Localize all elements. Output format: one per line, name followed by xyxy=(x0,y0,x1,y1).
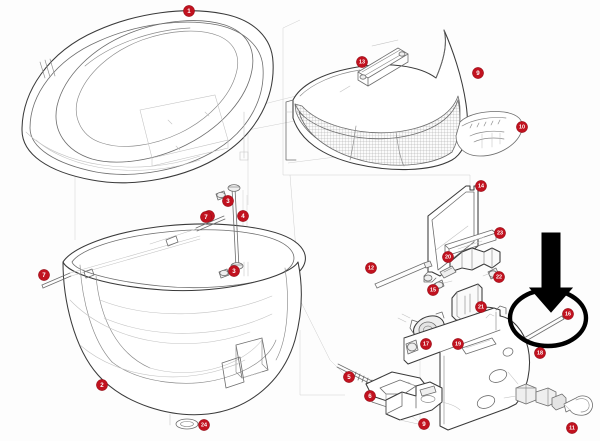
callout-pivot-pin[interactable]: 15 xyxy=(427,284,439,296)
callout-case-body[interactable]: 2 xyxy=(96,379,108,391)
callout-label: 10 xyxy=(519,124,525,130)
callout-striker-block[interactable]: 9 xyxy=(418,418,430,430)
callout-cam-lock-barrel[interactable]: 17 xyxy=(420,338,432,350)
callout-hinge-rod[interactable]: 4 xyxy=(237,210,249,222)
callout-top-case-lid[interactable]: 1 xyxy=(183,5,195,17)
callout-latch-rod[interactable]: 16 xyxy=(562,308,574,320)
annotation-group xyxy=(507,232,589,349)
callout-label: 21 xyxy=(478,304,484,310)
callout-label: 20 xyxy=(445,254,451,260)
callout-badge-circle xyxy=(566,422,578,434)
callout-label: 2 xyxy=(100,382,104,389)
callout-reflector-lens[interactable]: 10 xyxy=(516,121,528,133)
callout-label: 12 xyxy=(368,265,374,271)
callout-badge-circle xyxy=(475,301,487,313)
part-reflector-lens xyxy=(455,111,523,157)
callout-badge-circle xyxy=(222,195,234,207)
callout-label: 17 xyxy=(423,341,429,347)
callout-badge-circle xyxy=(494,227,506,239)
callout-label: 15 xyxy=(430,287,436,293)
callout-actuator-rod[interactable]: 12 xyxy=(365,262,377,274)
callout-badge-circle xyxy=(562,308,574,320)
part-latch-bracket xyxy=(403,305,531,431)
callout-label: 23 xyxy=(497,230,503,236)
callout-label: 9 xyxy=(476,70,480,77)
callout-label: 4 xyxy=(241,213,245,220)
callout-hinge-pin-left[interactable]: 7 xyxy=(38,269,50,281)
callout-badge-circle xyxy=(472,67,484,79)
callout-badge-circle xyxy=(198,419,210,431)
callout-label: 22 xyxy=(496,274,502,280)
callout-latch-slider[interactable]: 20 xyxy=(442,251,454,263)
callout-label: 9 xyxy=(422,421,426,428)
callout-badge-circle xyxy=(343,371,355,383)
callout-release-lever[interactable]: 21 xyxy=(475,301,487,313)
callout-label: 7 xyxy=(204,214,208,221)
callout-latch-spring[interactable]: 19 xyxy=(452,338,464,350)
callout-label: 5 xyxy=(347,374,351,381)
callout-label: 3 xyxy=(232,268,236,275)
callout-hinge-nut-upper[interactable]: 3 xyxy=(222,195,234,207)
callout-inner-back-plate[interactable]: 14 xyxy=(475,180,487,192)
callout-badge-circle xyxy=(356,56,368,68)
callout-label: 1 xyxy=(187,8,191,15)
callout-badge-circle xyxy=(228,265,240,277)
callout-badge-circle xyxy=(534,347,546,359)
callout-badge-circle xyxy=(200,211,212,223)
callout-badge-circle xyxy=(452,338,464,350)
callout-label: 18 xyxy=(537,350,543,356)
callout-key[interactable]: 11 xyxy=(566,422,578,434)
callout-label: 7 xyxy=(42,272,46,279)
callout-retaining-clip[interactable]: 22 xyxy=(493,271,505,283)
part-latch-rod xyxy=(523,315,565,342)
callout-badge-circle xyxy=(183,5,195,17)
callout-label: 11 xyxy=(569,425,575,431)
callout-badge-circle xyxy=(418,418,430,430)
callout-label: 14 xyxy=(478,183,484,189)
callout-layer: 1234567891011121314151617181920212223243… xyxy=(38,5,578,434)
callout-badge-circle xyxy=(420,338,432,350)
callout-lock-plate[interactable]: 6 xyxy=(364,390,376,402)
down-arrow-icon xyxy=(528,232,574,313)
callout-drain-grommet[interactable]: 24 xyxy=(198,419,210,431)
callout-badge-circle xyxy=(364,390,376,402)
callout-label: 16 xyxy=(565,311,571,317)
callout-hinge-pin-right[interactable]: 7 xyxy=(200,211,212,223)
part-drain-grommet xyxy=(169,413,199,430)
callout-rear-shell-panel[interactable]: 9 xyxy=(472,67,484,79)
callout-badge-circle xyxy=(96,379,108,391)
part-actuator-rod xyxy=(374,260,433,289)
callout-badge-circle xyxy=(442,251,454,263)
callout-label: 13 xyxy=(359,59,365,65)
callout-latch-bracket[interactable]: 18 xyxy=(534,347,546,359)
callout-badge-circle xyxy=(493,271,505,283)
callout-badge-circle xyxy=(475,180,487,192)
callout-label-strip[interactable]: 23 xyxy=(494,227,506,239)
callout-badge-circle xyxy=(427,284,439,296)
part-light-bar xyxy=(339,39,409,93)
part-striker-block xyxy=(385,381,461,425)
callout-badge-circle xyxy=(38,269,50,281)
part-key-and-cylinder xyxy=(503,371,593,416)
callout-badge-circle xyxy=(365,262,377,274)
part-rear-shell-panel xyxy=(285,29,468,171)
callout-lock-screw[interactable]: 5 xyxy=(343,371,355,383)
callout-badge-circle xyxy=(237,210,249,222)
callout-hinge-nut-lower[interactable]: 3 xyxy=(228,265,240,277)
part-top-case-lid xyxy=(21,10,274,184)
callout-label: 6 xyxy=(368,393,372,400)
callout-label: 3 xyxy=(226,198,230,205)
callout-light-bar[interactable]: 13 xyxy=(356,56,368,68)
callout-label: 24 xyxy=(201,422,207,428)
callout-label: 19 xyxy=(455,341,461,347)
part-case-body xyxy=(62,223,306,416)
callout-badge-circle xyxy=(516,121,528,133)
highlight-ellipse-icon xyxy=(507,287,589,349)
